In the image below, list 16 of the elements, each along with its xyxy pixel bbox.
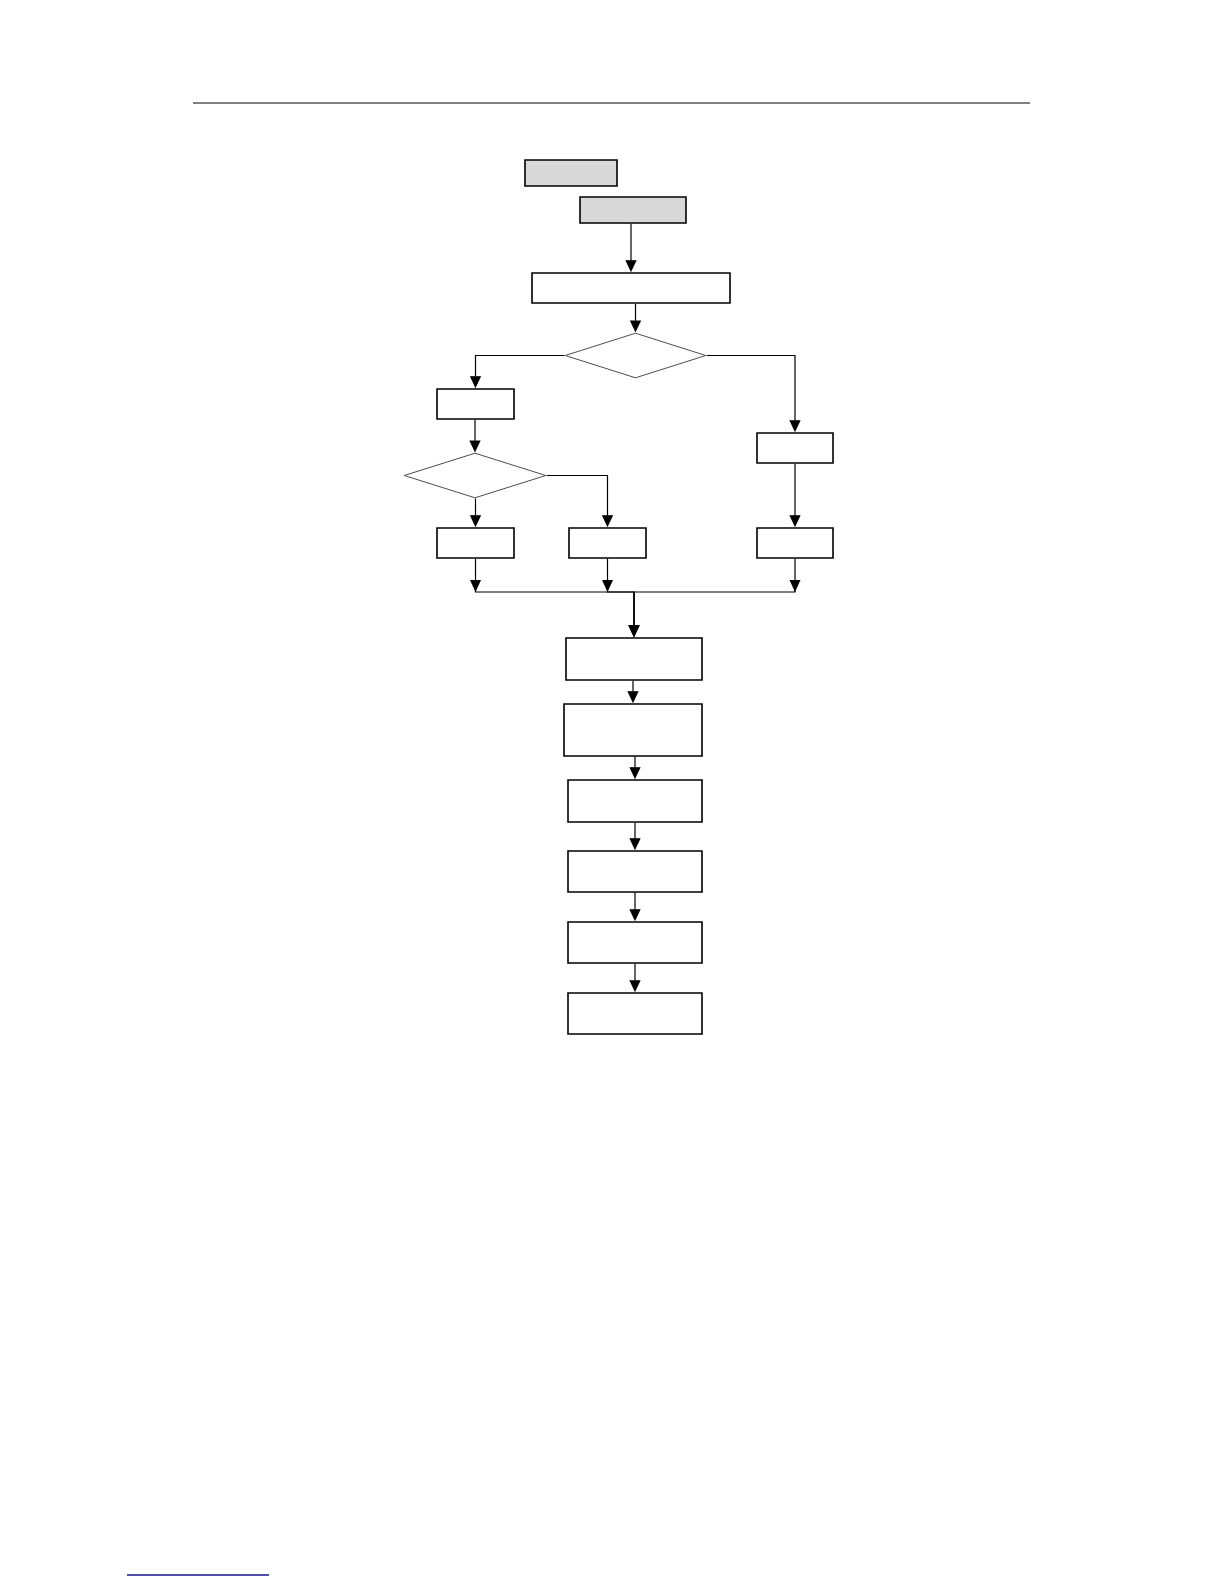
process-box xyxy=(567,779,703,823)
process-box xyxy=(567,921,703,964)
process-box xyxy=(531,272,731,304)
process-box xyxy=(524,159,618,187)
process-box xyxy=(567,992,703,1035)
process-box xyxy=(579,196,687,224)
process-box xyxy=(565,637,703,681)
process-box xyxy=(756,527,834,559)
process-box xyxy=(756,432,834,464)
process-box xyxy=(436,388,515,420)
process-box xyxy=(436,527,515,559)
process-box xyxy=(568,527,647,559)
decision-diamond xyxy=(564,332,707,379)
process-box xyxy=(567,850,703,893)
process-box xyxy=(563,703,703,757)
decision-diamond xyxy=(403,452,547,499)
